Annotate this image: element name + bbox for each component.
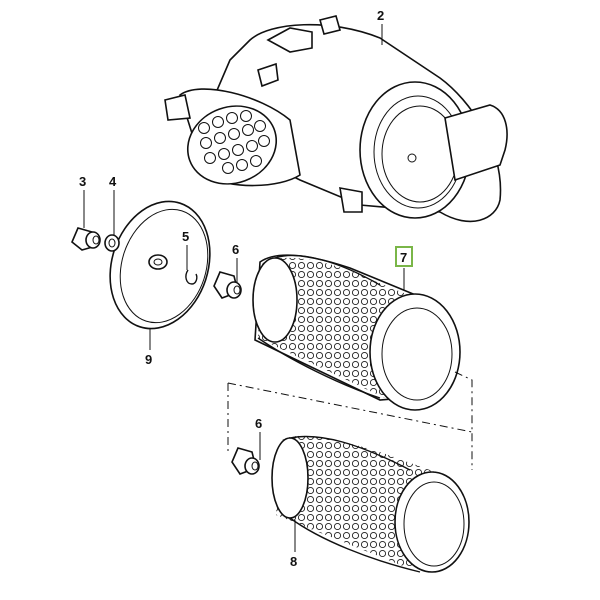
callout-6-middle[interactable]: 6 [232, 242, 239, 257]
outer-filter-element [252, 254, 461, 411]
cover-plate [109, 200, 211, 330]
callout-6-lower[interactable]: 6 [255, 416, 262, 431]
leader-lines [83, 24, 405, 552]
callout-9[interactable]: 9 [145, 352, 152, 367]
inner-filter-element [271, 435, 470, 573]
callout-7[interactable]: 7 [400, 250, 407, 265]
callout-2[interactable]: 2 [377, 8, 384, 23]
wing-nut-lower [231, 447, 260, 475]
retaining-clip [185, 269, 198, 285]
callout-3[interactable]: 3 [79, 174, 86, 189]
callout-7-highlight [395, 246, 413, 267]
air-cleaner-housing [164, 15, 508, 223]
wing-nut-middle [213, 271, 242, 299]
callout-5[interactable]: 5 [182, 229, 189, 244]
wing-nut-upper [71, 227, 101, 251]
callout-8[interactable]: 8 [290, 554, 297, 569]
washer [104, 234, 120, 252]
callouts: 2 3 4 5 6 6 7 8 9 [79, 8, 413, 569]
assembly-lines [227, 371, 473, 470]
intake-holes [198, 110, 270, 174]
callout-4[interactable]: 4 [109, 174, 117, 189]
